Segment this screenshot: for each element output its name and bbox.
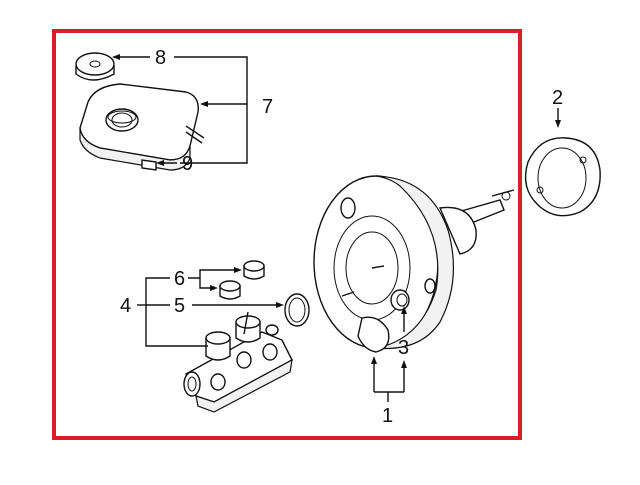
brake-booster[interactable]: [313, 175, 515, 353]
diagram-frame: [52, 29, 522, 440]
callout-3: 3: [398, 337, 409, 359]
leaders-reservoir: [112, 54, 248, 166]
o-ring[interactable]: [284, 293, 310, 327]
callout-6: 6: [174, 268, 185, 290]
callout-4: 4: [120, 295, 131, 317]
grommet-lower[interactable]: [219, 280, 241, 300]
callout-1: 1: [382, 405, 393, 427]
callout-9: 9: [182, 153, 193, 175]
reservoir-cap[interactable]: [75, 52, 115, 81]
leader-1: [371, 356, 407, 402]
leaders-master-cylinder: [137, 267, 284, 347]
callout-2: 2: [552, 87, 563, 109]
grommet-upper[interactable]: [243, 260, 265, 280]
callout-5: 5: [174, 295, 185, 317]
booster-gasket[interactable]: [524, 137, 601, 217]
fluid-reservoir[interactable]: [79, 83, 205, 171]
master-cylinder[interactable]: [183, 311, 293, 413]
callout-7: 7: [262, 96, 273, 118]
callout-8: 8: [155, 47, 166, 69]
